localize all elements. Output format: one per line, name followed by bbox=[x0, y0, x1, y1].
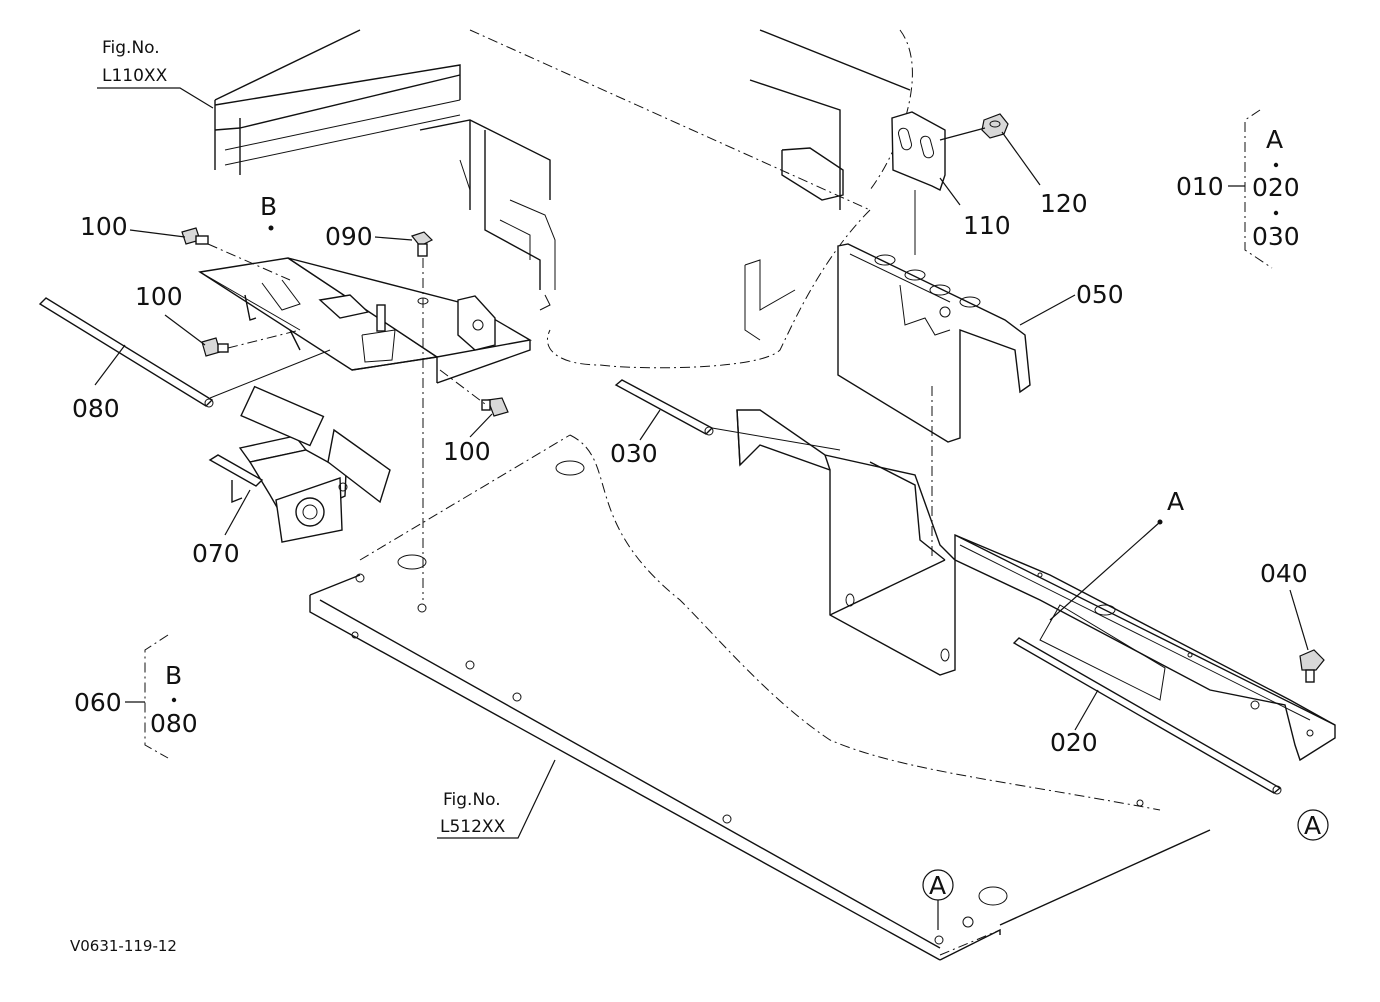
group-a-key: A bbox=[1266, 125, 1283, 154]
drawing-id: V0631-119-12 bbox=[70, 937, 177, 955]
bracket-110 bbox=[891, 111, 946, 255]
group-a-dot-2 bbox=[1273, 210, 1279, 216]
bolt-100a bbox=[181, 227, 209, 245]
group-a-parent: 010 bbox=[1176, 172, 1224, 201]
bracket-a-main bbox=[736, 386, 1336, 762]
bolts bbox=[181, 227, 509, 600]
nut-120 bbox=[939, 113, 1009, 141]
callout-110: 110 bbox=[963, 211, 1011, 240]
callout-090: 090 bbox=[325, 222, 373, 251]
group-b-dot bbox=[171, 697, 177, 703]
fig-ref-lower-line1: Fig.No. bbox=[443, 790, 501, 810]
rod-030 bbox=[614, 379, 841, 451]
callout-070: 070 bbox=[192, 539, 240, 568]
bolt-090 bbox=[410, 231, 434, 257]
fig-ref-upper: Fig.No. L110XX bbox=[102, 38, 168, 86]
callout-120: 120 bbox=[1040, 189, 1088, 218]
cover-050 bbox=[837, 243, 1031, 443]
group-a-child-1: 020 bbox=[1252, 173, 1300, 202]
group-b-child-1: 080 bbox=[150, 709, 198, 738]
bolt-040 bbox=[1299, 649, 1325, 683]
switch-070 bbox=[208, 385, 391, 543]
view-b-dot bbox=[268, 225, 274, 231]
callout-100-left: 100 bbox=[135, 282, 183, 311]
callout-040: 040 bbox=[1260, 559, 1308, 588]
fig-ref-lower: Fig.No. L512XX bbox=[440, 790, 506, 837]
group-b-legend: 060 B 080 bbox=[74, 634, 198, 759]
bracket-b-plate bbox=[198, 257, 532, 384]
group-b-key: B bbox=[165, 661, 182, 690]
group-a-dot-1 bbox=[1273, 162, 1279, 168]
fig-ref-lower-line2: L512XX bbox=[440, 817, 506, 837]
circled-mark-a-bottom-text: A bbox=[929, 871, 946, 900]
bolt-100b bbox=[201, 337, 229, 357]
callout-020: 020 bbox=[1050, 728, 1098, 757]
fig-ref-upper-line1: Fig.No. bbox=[102, 38, 160, 58]
callout-080: 080 bbox=[72, 394, 120, 423]
callout-100-right: 100 bbox=[443, 437, 491, 466]
circled-mark-a-right-text: A bbox=[1304, 811, 1321, 840]
leader-lines bbox=[94, 87, 1309, 930]
circled-mark-a-right: A bbox=[1297, 809, 1329, 841]
group-a-legend: 010 A 020 030 bbox=[1176, 109, 1300, 269]
bolt-100c bbox=[481, 397, 509, 417]
callout-100-top: 100 bbox=[80, 212, 128, 241]
shaft-080 bbox=[38, 297, 331, 408]
fig-ref-upper-line2: L110XX bbox=[102, 66, 168, 86]
circled-mark-a-bottom: A bbox=[922, 869, 954, 901]
view-a-dot bbox=[1157, 519, 1163, 525]
floor-plate bbox=[309, 434, 1211, 961]
group-b-parent: 060 bbox=[74, 688, 122, 717]
callout-050: 050 bbox=[1076, 280, 1124, 309]
rod-020 bbox=[1012, 637, 1282, 795]
upper-body-outline bbox=[214, 29, 913, 369]
callout-030: 030 bbox=[610, 439, 658, 468]
group-a-child-2: 030 bbox=[1252, 222, 1300, 251]
view-b-label: B bbox=[260, 192, 277, 221]
view-a-label: A bbox=[1167, 487, 1184, 516]
